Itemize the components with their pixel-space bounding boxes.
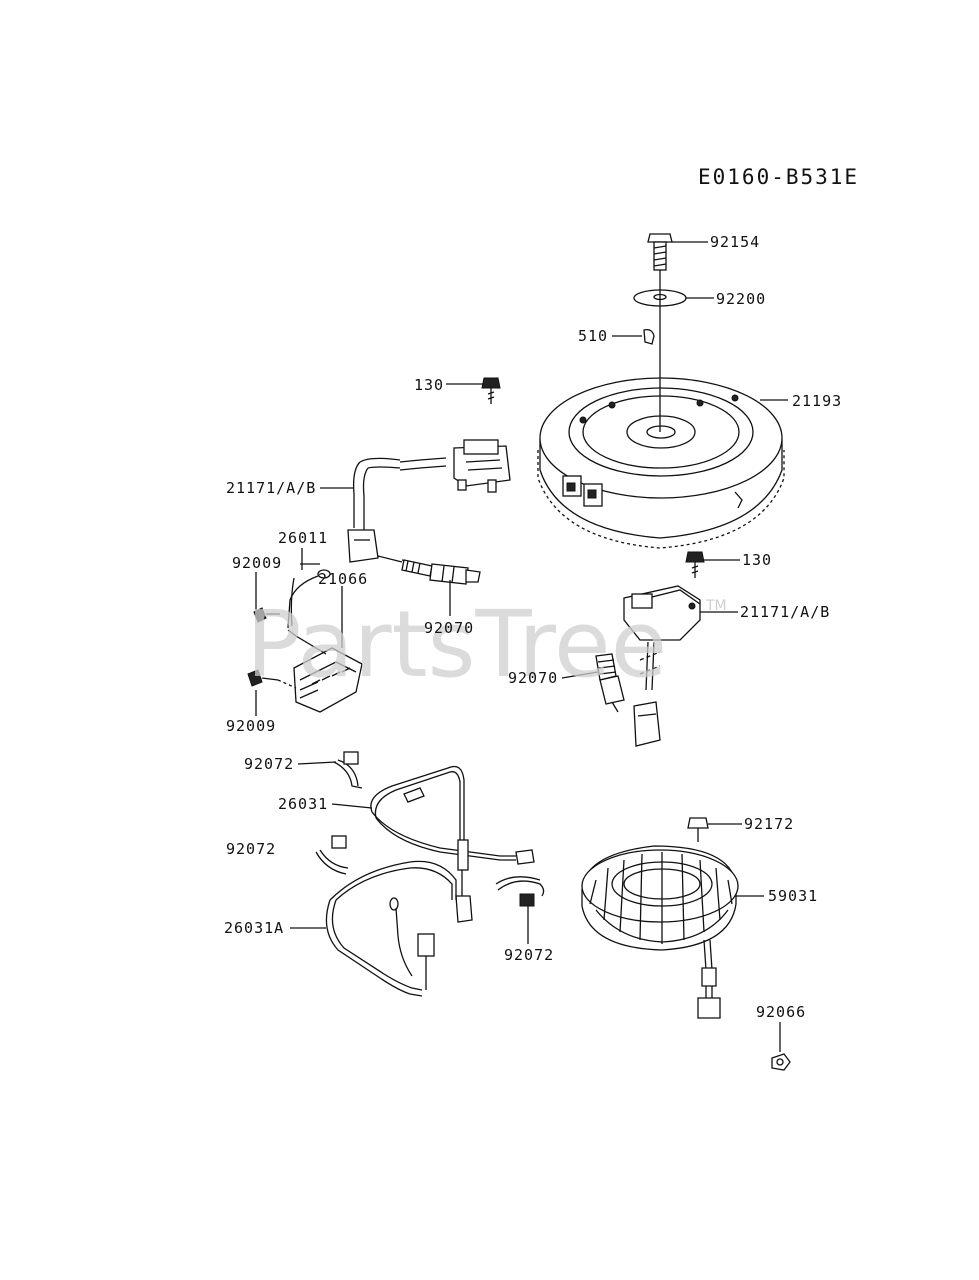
connector-92072-mid bbox=[315, 835, 349, 875]
label-21171-left: 21171/A/B bbox=[226, 479, 316, 497]
label-59031: 59031 bbox=[768, 887, 818, 905]
label-92072-top: 92072 bbox=[244, 755, 294, 773]
label-92154: 92154 bbox=[710, 233, 760, 251]
label-92009-top: 92009 bbox=[232, 554, 282, 572]
label-92072-bottom: 92072 bbox=[504, 946, 554, 964]
flywheel-21193 bbox=[537, 377, 785, 549]
harness-26031A bbox=[325, 860, 457, 997]
screw-92009-bottom bbox=[247, 669, 297, 689]
screw-92172 bbox=[687, 817, 709, 842]
label-26031A: 26031A bbox=[224, 919, 284, 937]
label-21193: 21193 bbox=[792, 392, 842, 410]
watermark: PartsTree bbox=[246, 591, 667, 698]
spark-plug-92070-left bbox=[377, 555, 481, 585]
label-510: 510 bbox=[578, 327, 608, 345]
nut-92066 bbox=[771, 1053, 791, 1071]
connector-92072-bottom bbox=[495, 876, 545, 907]
leader-lines bbox=[255, 241, 788, 1052]
label-92066: 92066 bbox=[756, 1003, 806, 1021]
spark-plug-92070-right bbox=[595, 653, 625, 713]
harness-26031 bbox=[370, 765, 535, 923]
screw-92009-top bbox=[253, 607, 280, 623]
label-92070-left: 92070 bbox=[424, 619, 474, 637]
label-130-top: 130 bbox=[414, 376, 444, 394]
label-21066: 21066 bbox=[318, 570, 368, 588]
ignition-coil-upper bbox=[347, 377, 511, 563]
ground-lead-26011 bbox=[287, 563, 331, 629]
bolt-92154 bbox=[647, 233, 673, 271]
module-21066 bbox=[287, 629, 363, 713]
label-130-right: 130 bbox=[742, 551, 772, 569]
connector-92072-top bbox=[333, 751, 363, 789]
stator-59031 bbox=[581, 817, 739, 1019]
screw-130-right bbox=[685, 551, 705, 578]
label-92070-right: 92070 bbox=[508, 669, 558, 687]
label-92200: 92200 bbox=[716, 290, 766, 308]
screw-130-top bbox=[481, 377, 501, 404]
label-92172: 92172 bbox=[744, 815, 794, 833]
reference-code: E0160-B531E bbox=[698, 165, 859, 189]
flywheel-assembly bbox=[537, 233, 785, 549]
ignition-coil-lower bbox=[623, 551, 705, 747]
label-26011: 26011 bbox=[278, 529, 328, 547]
watermark-tm: TM bbox=[705, 598, 727, 614]
label-26031: 26031 bbox=[278, 795, 328, 813]
label-92009-bottom: 92009 bbox=[226, 717, 276, 735]
label-21171-right: 21171/A/B bbox=[740, 603, 830, 621]
label-92072-mid: 92072 bbox=[226, 840, 276, 858]
key-510 bbox=[643, 328, 655, 345]
